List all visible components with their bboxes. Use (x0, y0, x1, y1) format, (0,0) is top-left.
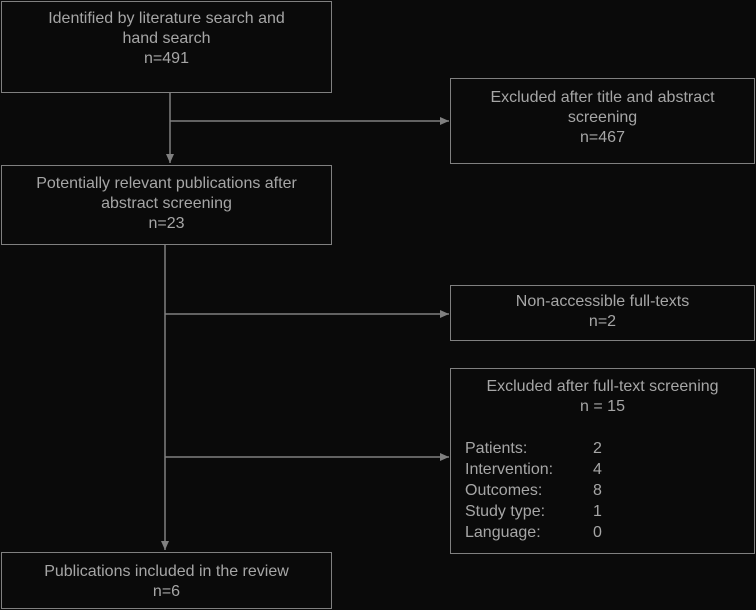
relevant-line-2: abstract screening (101, 195, 232, 212)
criteria-row-intervention: Intervention: 4 (465, 460, 745, 480)
excluded-fulltext-box: Excluded after full-text screening n = 1… (450, 368, 755, 554)
criteria-count: 2 (593, 440, 602, 457)
criteria-row-language: Language: 0 (465, 523, 745, 543)
non-accessible-line-1: Non-accessible full-texts (515, 293, 690, 310)
criteria-label: Patients: (465, 440, 528, 457)
excluded-fulltext-count: n = 15 (580, 398, 625, 415)
excluded-title-line-1: Excluded after title and abstract (490, 89, 715, 106)
criteria-count: 0 (593, 524, 602, 541)
included-count: n=6 (152, 583, 181, 600)
exclusion-criteria-list: Patients: 2 Intervention: 4 Outcomes: 8 … (465, 439, 745, 543)
excluded-title-count: n=467 (580, 129, 625, 146)
criteria-row-study-type: Study type: 1 (465, 502, 745, 522)
identified-count: n=491 (144, 50, 189, 67)
included-box: Publications included in the review n=6 (1, 552, 332, 609)
criteria-count: 4 (593, 461, 602, 478)
identified-box: Identified by literature search and hand… (1, 1, 332, 93)
criteria-count: 8 (593, 482, 602, 499)
criteria-row-patients: Patients: 2 (465, 439, 745, 459)
excluded-title-line-2: screening (567, 109, 638, 126)
criteria-row-outcomes: Outcomes: 8 (465, 481, 745, 501)
identified-line-2: hand search (122, 30, 211, 47)
criteria-label: Intervention: (465, 461, 554, 478)
criteria-label: Study type: (465, 503, 546, 520)
relevant-box: Potentially relevant publications after … (1, 165, 332, 245)
relevant-line-1: Potentially relevant publications after (36, 175, 297, 192)
relevant-count: n=23 (148, 215, 185, 232)
included-line-1: Publications included in the review (44, 563, 289, 580)
criteria-label: Outcomes: (465, 482, 543, 499)
non-accessible-count: n=2 (588, 313, 617, 330)
criteria-label: Language: (465, 524, 541, 541)
excluded-fulltext-line-1: Excluded after full-text screening (486, 378, 719, 395)
excluded-title-box: Excluded after title and abstract screen… (450, 78, 755, 164)
criteria-count: 1 (593, 503, 602, 520)
non-accessible-box: Non-accessible full-texts n=2 (450, 285, 755, 341)
identified-line-1: Identified by literature search and (48, 10, 285, 27)
